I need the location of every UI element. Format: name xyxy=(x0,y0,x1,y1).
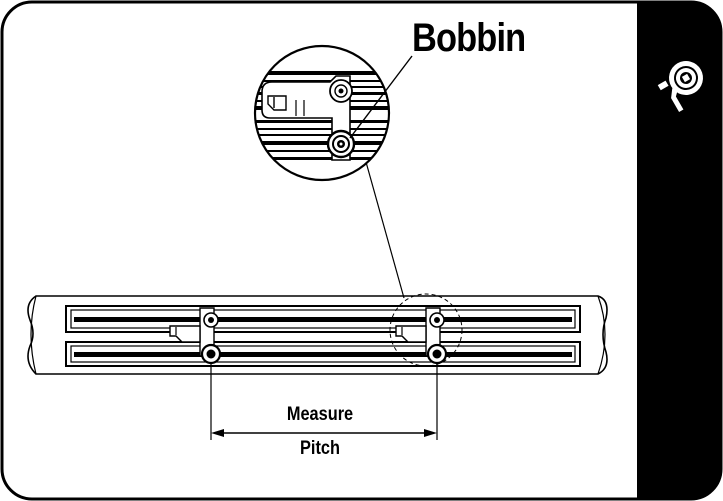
dimension-arrow-left xyxy=(211,429,224,437)
bobbin-holder-left xyxy=(169,307,222,365)
bobbin-holder-right xyxy=(395,307,448,365)
pitch-measure-label: Measure Pitch xyxy=(270,404,370,460)
magnifier-leader-line xyxy=(365,161,405,299)
tape-measure-icon xyxy=(657,61,703,113)
magnified-detail xyxy=(253,44,391,182)
callout-leader-line xyxy=(349,55,413,139)
sidebar-panel xyxy=(637,2,721,499)
measure-label-line1: Measure xyxy=(286,404,354,425)
pitch-dimension xyxy=(210,364,438,440)
bobbin-callout-label: Bobbin xyxy=(412,16,526,60)
detail-marker-circle xyxy=(389,293,463,367)
bobbin-rail xyxy=(27,295,608,375)
dimension-arrow-right xyxy=(424,429,437,437)
measure-label-line2: Pitch xyxy=(300,438,340,459)
